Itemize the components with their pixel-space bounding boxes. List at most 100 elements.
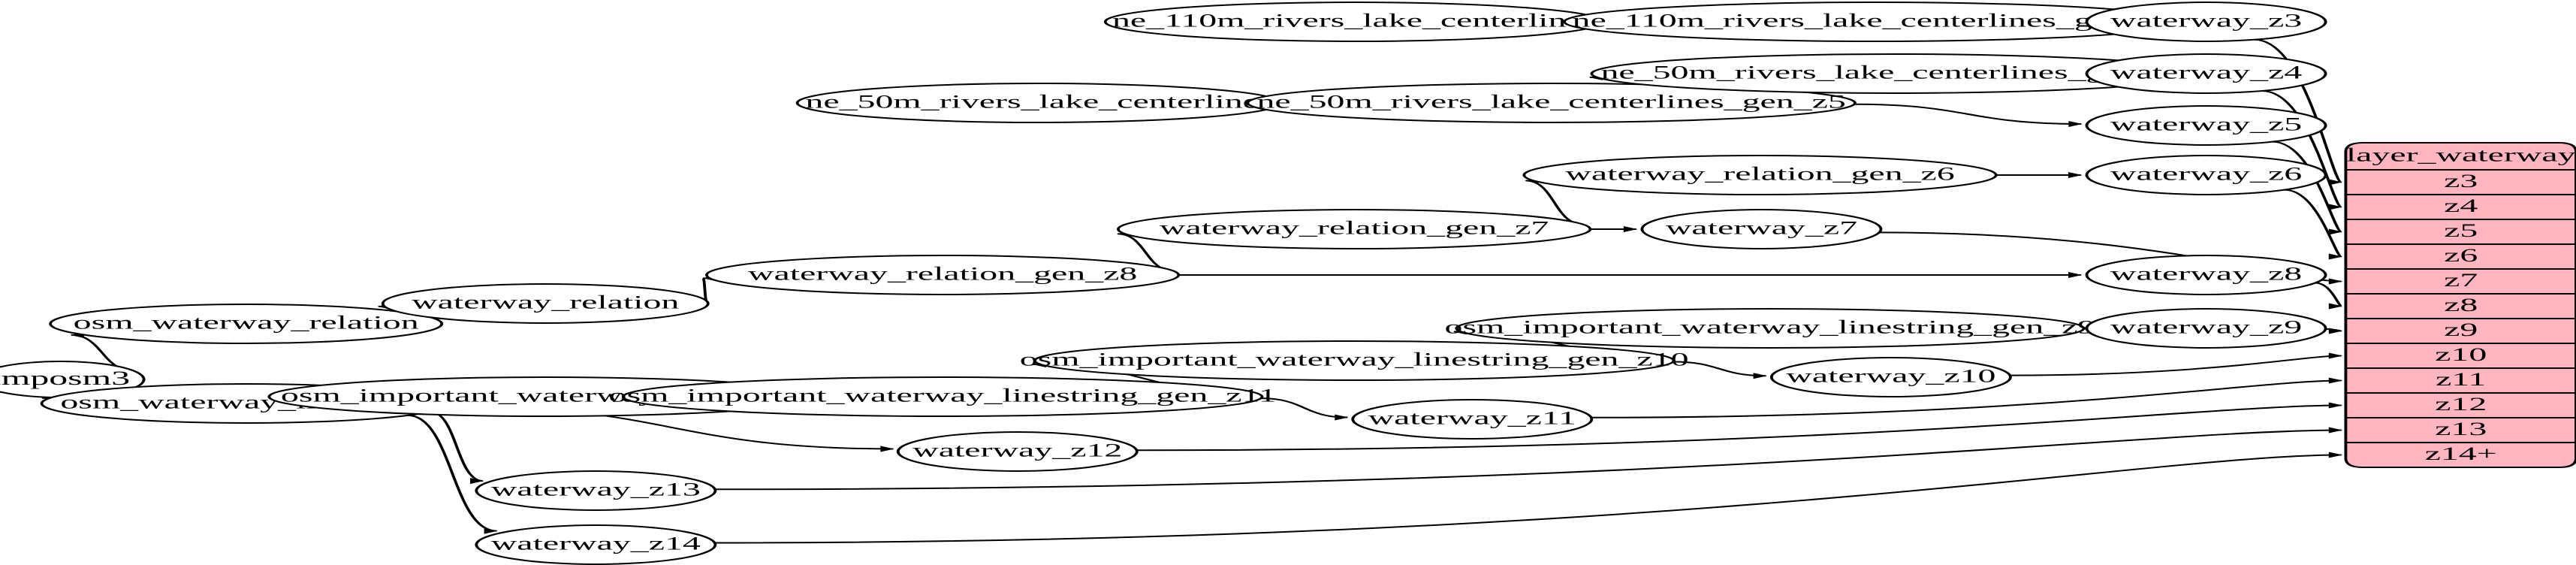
graph-node-waterway_z13[interactable]: waterway_z13: [475, 470, 717, 511]
graph-edge: [2325, 328, 2343, 334]
graph-node-waterway_relation_gen_z7[interactable]: waterway_relation_gen_z7: [1116, 209, 1592, 249]
graph-edge: [2261, 89, 2343, 210]
node-shape: [1455, 308, 2086, 349]
graph-node-waterway_z5[interactable]: waterway_z5: [2085, 105, 2327, 146]
layer-table-row[interactable]: z4: [2444, 196, 2478, 216]
graph-edge: [407, 414, 498, 534]
node-label: ne_110m_rivers_lake_centerlines_gen_z3: [1573, 11, 2179, 31]
graph-node-waterway_z11[interactable]: waterway_z11: [1351, 399, 1594, 440]
graph-edge: [1854, 103, 2083, 128]
layer-table-row[interactable]: z5: [2444, 221, 2478, 241]
node-shape: [49, 304, 444, 344]
graph-node-osm_important_waterway_linestring_gen_z11[interactable]: osm_important_waterway_linestring_gen_z1…: [609, 376, 1277, 417]
graph-edge: [1673, 361, 1767, 379]
node-shape: [1522, 155, 1998, 195]
graph-node-waterway_z4[interactable]: waterway_z4: [2085, 53, 2327, 94]
graph-edge: [1261, 397, 1349, 421]
node-shape: [475, 524, 717, 565]
graph-node-osm_important_waterway_linestring_gen_z9[interactable]: osm_important_waterway_linestring_gen_z9: [1444, 308, 2095, 349]
node-shape: [475, 470, 717, 511]
graph-node-waterway_z6[interactable]: waterway_z6: [2085, 155, 2327, 195]
node-shape: [2085, 53, 2327, 94]
graph-node-ne_110m_rivers_lake_centerlines_gen_z3[interactable]: ne_110m_rivers_lake_centerlines_gen_z3: [1562, 2, 2188, 42]
layer-table-header: layer_waterway: [2346, 145, 2576, 165]
graph-edge: [430, 411, 484, 485]
node-label: waterway_z7: [1666, 218, 1857, 238]
graph-node-waterway_z14[interactable]: waterway_z14: [475, 524, 717, 565]
layer-table-row[interactable]: z12: [2435, 394, 2487, 415]
layer-table-node[interactable]: layer_waterway z3 z4 z5 z6 z7 z8 z9 z10 z11 z12 z13…: [2344, 142, 2576, 468]
node-label: waterway_z10: [1786, 366, 1995, 386]
layer-table-row[interactable]: z11: [2436, 370, 2486, 390]
node-label: waterway_z13: [491, 479, 701, 500]
node-shape: [1246, 83, 1857, 123]
node-label: waterway_z5: [2110, 114, 2302, 134]
node-label: osm_important_waterway_linestring_gen_z9: [1444, 317, 2095, 337]
node-label: waterway_z14: [491, 533, 701, 554]
node-shape: [1351, 399, 1594, 440]
graph-edge: [715, 427, 2343, 491]
node-label: waterway_relation_gen_z6: [1565, 164, 1954, 184]
graph-node-ne_50m_rivers_lake_centerlines_gen_z5[interactable]: ne_50m_rivers_lake_centerlines_gen_z5: [1246, 83, 1857, 123]
graph-edge: [2010, 352, 2343, 376]
graph-node-waterway_z7[interactable]: waterway_z7: [1640, 209, 1883, 249]
node-shape: [2085, 255, 2327, 295]
graph-node-waterway_z12[interactable]: waterway_z12: [896, 431, 1139, 472]
layer-table-row[interactable]: z9: [2444, 320, 2478, 340]
node-label: osm_waterway_relation: [74, 313, 419, 333]
graph-node-ne_110m_rivers_lake_centerlines[interactable]: ne_110m_rivers_lake_centerlines: [1103, 2, 1605, 42]
layer-table-row[interactable]: z13: [2435, 419, 2487, 440]
node-shape: [896, 431, 1139, 472]
graph-node-waterway_relation[interactable]: waterway_relation: [381, 283, 710, 324]
layer-table-row[interactable]: z7: [2444, 270, 2478, 291]
node-label: waterway_relation_gen_z7: [1160, 218, 1549, 238]
node-shape: [2085, 308, 2327, 349]
graph-node-ne_50m_rivers_lake_centerlines[interactable]: ne_50m_rivers_lake_centerlines: [795, 83, 1283, 123]
node-shape: [1116, 209, 1592, 249]
layer-table-row[interactable]: z3: [2444, 171, 2478, 192]
node-label: ne_50m_rivers_lake_centerlines_gen_z5: [1256, 92, 1845, 112]
node-label: osm_important_waterway_linestring_gen_z1…: [609, 385, 1277, 406]
graph-edge: [2315, 282, 2343, 310]
node-label: waterway_z9: [2110, 317, 2302, 337]
layer-table-row[interactable]: z8: [2444, 295, 2478, 316]
layer-table-row[interactable]: z14+: [2425, 444, 2497, 464]
layer-table-row[interactable]: z10: [2435, 345, 2487, 365]
node-layer: imposm3osm_waterway_relationosm_waterway…: [0, 2, 2327, 565]
node-label: waterway_z8: [2110, 264, 2302, 284]
graph-node-osm_waterway_relation[interactable]: osm_waterway_relation: [49, 304, 444, 344]
layer-table-row[interactable]: z6: [2444, 246, 2478, 266]
node-label: imposm3: [0, 367, 130, 389]
graph-node-waterway_relation_gen_z6[interactable]: waterway_relation_gen_z6: [1522, 155, 1998, 195]
layer-table-body: [2344, 142, 2576, 468]
node-label: waterway_relation: [412, 292, 679, 313]
table-layer: layer_waterway z3 z4 z5 z6 z7 z8 z9 z10 z11 z12 z13…: [2344, 142, 2576, 468]
graph-edge: [714, 452, 2343, 544]
node-label: osm_important_waterway_linestring_gen_z1…: [1020, 349, 1689, 370]
graph-node-waterway_z9[interactable]: waterway_z9: [2085, 308, 2327, 349]
node-shape: [704, 255, 1181, 295]
graph-node-waterway_z3[interactable]: waterway_z3: [2085, 2, 2327, 42]
node-label: waterway_z12: [912, 440, 1122, 461]
node-label: waterway_z4: [2110, 62, 2302, 83]
node-label: ne_50m_rivers_lake_centerlines: [805, 92, 1272, 112]
graph-edge: [1136, 402, 2343, 452]
node-label: waterway_z3: [2110, 11, 2302, 31]
node-shape: [1033, 340, 1676, 381]
node-shape: [1640, 209, 1883, 249]
graph-node-waterway_z8[interactable]: waterway_z8: [2085, 255, 2327, 295]
node-label: waterway_z11: [1368, 408, 1576, 428]
graph-node-osm_important_waterway_linestring_gen_z10[interactable]: osm_important_waterway_linestring_gen_z1…: [1020, 340, 1689, 381]
graph-edge: [2272, 140, 2343, 235]
node-shape: [621, 376, 1264, 417]
graph-edge: [701, 275, 716, 302]
node-shape: [381, 283, 710, 324]
graph-node-waterway_z10[interactable]: waterway_z10: [1769, 357, 2012, 397]
node-shape: [2085, 155, 2327, 195]
node-label: ne_110m_rivers_lake_centerlines: [1112, 11, 1596, 31]
graph-node-waterway_relation_gen_z8[interactable]: waterway_relation_gen_z8: [704, 255, 1181, 295]
graph-edge: [2254, 38, 2343, 186]
node-shape: [2085, 2, 2327, 42]
